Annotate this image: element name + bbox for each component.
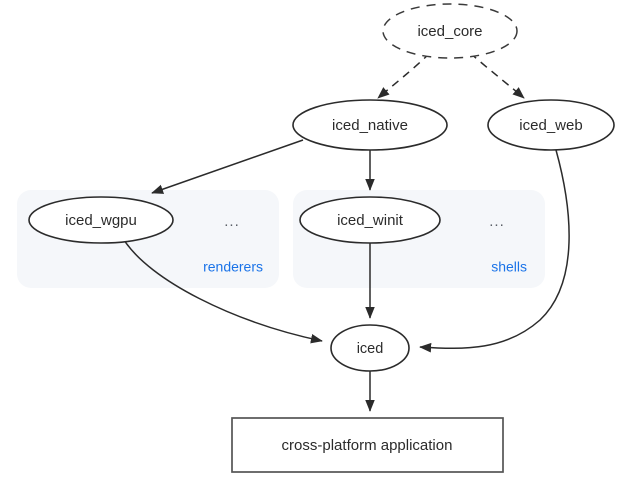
edge-wgpu-to-iced [123, 239, 323, 344]
node-iced-native[interactable]: iced_native [292, 99, 448, 151]
cluster-label-shells: shells [491, 259, 527, 275]
node-iced-native-label: iced_native [332, 117, 408, 134]
node-iced-core-label: iced_core [417, 23, 482, 40]
node-cross-platform-application-label: cross-platform application [282, 437, 453, 454]
cluster-label-renderers: renderers [203, 259, 263, 275]
node-iced-web-label: iced_web [519, 117, 582, 134]
shells-more-ellipsis: ... [489, 213, 505, 230]
node-iced-wgpu-label: iced_wgpu [65, 212, 137, 229]
node-iced-winit-label: iced_winit [337, 212, 404, 229]
node-iced-web[interactable]: iced_web [487, 99, 615, 151]
node-iced-core[interactable]: iced_core [382, 3, 518, 59]
edge-core-to-native [377, 52, 431, 99]
edge-native-to-wgpu [151, 139, 304, 194]
node-iced-winit[interactable]: iced_winit [299, 196, 441, 244]
renderers-more-ellipsis: ... [224, 213, 240, 230]
node-iced-label: iced [357, 341, 384, 357]
node-iced-wgpu[interactable]: iced_wgpu [28, 196, 174, 244]
node-cross-platform-application[interactable]: cross-platform application [231, 417, 504, 473]
edge-web-to-iced [419, 149, 570, 353]
edge-core-to-web [469, 52, 525, 99]
node-iced[interactable]: iced [330, 324, 410, 372]
